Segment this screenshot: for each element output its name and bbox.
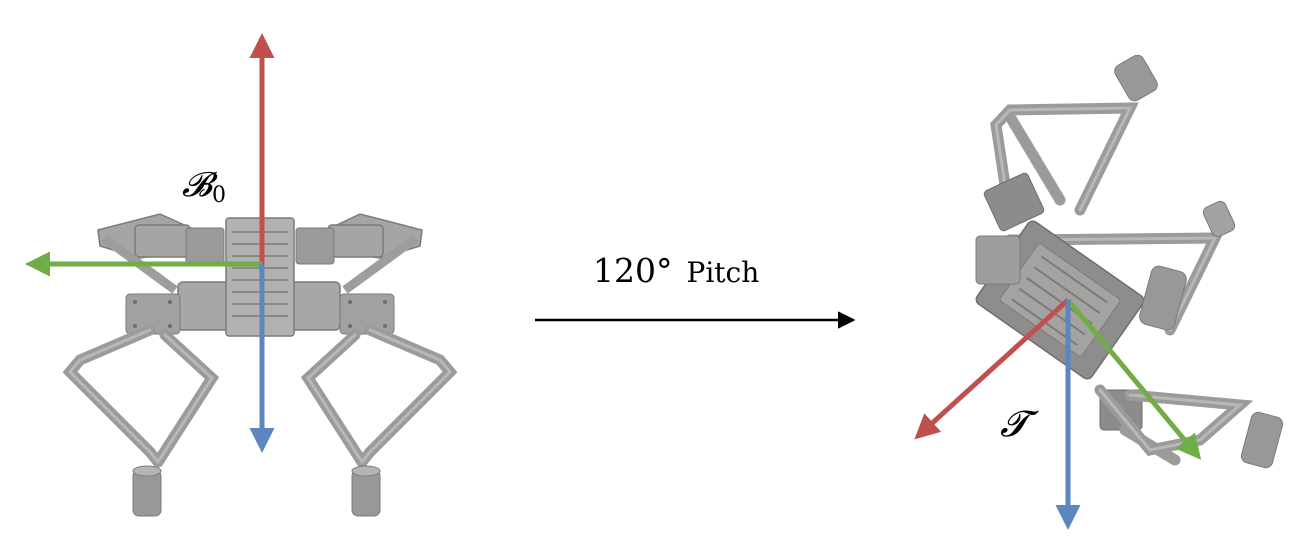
- left-robot-feet: [132, 465, 381, 517]
- right-robot-feet: [1114, 54, 1284, 469]
- right-frame-green-axis: [1066, 298, 1202, 460]
- left-frame-label: 𝓑0: [182, 165, 226, 208]
- right-frame-red-axis: [914, 298, 1070, 440]
- left-robot-lower-legs: [62, 324, 458, 468]
- transition-label: 120°Pitch: [593, 251, 759, 290]
- right-frame-label: 𝓣: [1000, 404, 1039, 445]
- left-frame-axes: [25, 33, 275, 453]
- right-frame-axes: [914, 298, 1202, 530]
